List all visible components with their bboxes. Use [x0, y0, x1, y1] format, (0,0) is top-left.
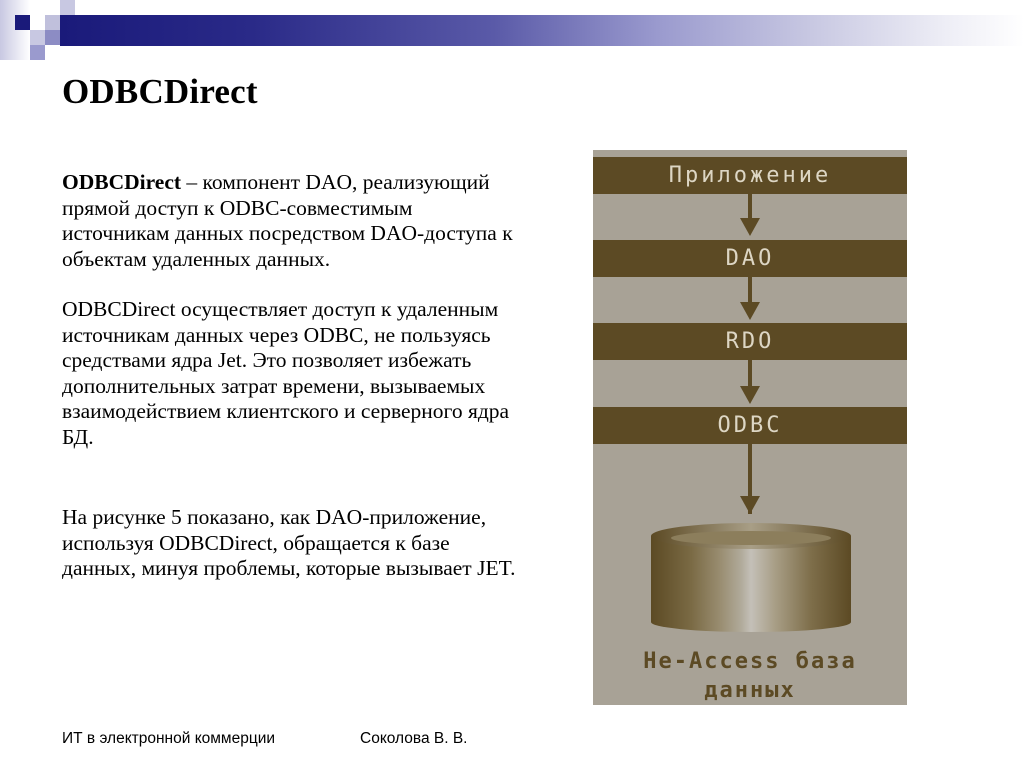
architecture-diagram: Приложение DAO RDO ODBC [593, 150, 907, 705]
description-text: ODBCDirect осуществляет доступ к удаленн… [62, 297, 510, 449]
header-band [60, 15, 1024, 46]
database-label-line2: данных [704, 678, 796, 703]
arrow-line [748, 277, 752, 307]
layer-application: Приложение [593, 157, 907, 194]
paragraph-definition: ODBCDirect – компонент DAO, реализующий … [62, 170, 522, 272]
layer-odbc: ODBC [593, 407, 907, 444]
decor-square [0, 0, 30, 60]
footer-course: ИТ в электронной коммерции [62, 730, 276, 747]
layer-dao: DAO [593, 240, 907, 277]
term-bold: ODBCDirect [62, 170, 182, 194]
figure-reference-text: На рисунке 5 показано, как DAO-приложени… [62, 505, 516, 580]
decor-square [30, 45, 45, 60]
footer-author: Соколова В. В. [360, 730, 468, 747]
definition-text: – компонент DAO, реализующий прямой дост… [62, 170, 513, 271]
arrow-line [748, 360, 752, 390]
database-label-line1: Не-Access база [643, 649, 857, 674]
arrow-down-icon [740, 302, 760, 320]
paragraph-figure-reference: На рисунке 5 показано, как DAO-приложени… [62, 505, 522, 582]
decor-square [15, 15, 30, 30]
decor-square [45, 30, 60, 45]
decor-square [45, 15, 60, 30]
arrow-down-icon [740, 496, 760, 514]
decor-square [60, 0, 75, 15]
decor-square [30, 30, 45, 45]
slide-title: ODBCDirect [62, 72, 258, 111]
arrow-line [748, 444, 752, 514]
paragraph-description: ODBCDirect осуществляет доступ к удаленн… [62, 297, 522, 450]
arrow-down-icon [740, 386, 760, 404]
arrow-line [748, 194, 752, 224]
layer-rdo: RDO [593, 323, 907, 360]
database-cylinder-icon [651, 523, 851, 632]
arrow-down-icon [740, 218, 760, 236]
